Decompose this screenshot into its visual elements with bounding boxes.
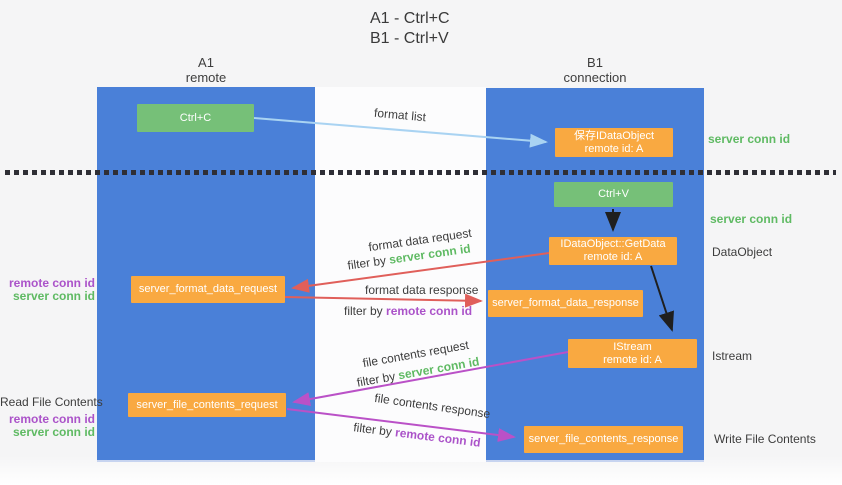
node-save-idataobject: 保存IDataObject remote id: A <box>555 128 673 157</box>
label-format-data-response-filter: filter by remote conn id <box>344 304 472 318</box>
title-line-ctrl-c: A1 - Ctrl+C <box>370 10 450 27</box>
node-istream: IStream remote id: A <box>568 339 697 368</box>
annotation-remote-conn-id-bottom: remote conn id <box>8 412 95 426</box>
filter-by-text: filter by <box>344 304 383 318</box>
phase-separator-dotted-line <box>5 170 836 175</box>
node-istream-line2: remote id: A <box>603 353 662 366</box>
lifeline-b1-name: B1 <box>587 55 603 70</box>
annotation-server-conn-id-mid-left: server conn id <box>12 289 95 303</box>
node-file-response-label: server_file_contents_response <box>528 433 679 445</box>
annotation-server-conn-id-bottom: server conn id <box>12 425 95 439</box>
annotation-remote-conn-id-mid: remote conn id <box>8 276 95 290</box>
node-server-file-contents-response: server_file_contents_response <box>524 426 683 453</box>
diagram-title: A1 - Ctrl+C B1 - Ctrl+V <box>370 9 450 49</box>
node-server-file-contents-request: server_file_contents_request <box>128 393 286 417</box>
annotation-read-file-contents: Read File Contents <box>0 395 103 409</box>
lifeline-b1-role: connection <box>563 70 627 85</box>
node-server-format-data-request: server_format_data_request <box>131 276 285 303</box>
node-server-format-data-response: server_format_data_response <box>488 290 643 317</box>
lifeline-a1-header: A1 remote <box>156 55 256 85</box>
node-istream-line1: IStream <box>613 340 652 353</box>
node-getdata-line1: IDataObject::GetData <box>560 238 666 250</box>
node-idataobject-getdata: IDataObject::GetData remote id: A <box>549 237 677 265</box>
node-ctrl-v: Ctrl+V <box>554 182 673 207</box>
annotation-server-conn-id-mid: server conn id <box>710 212 793 226</box>
node-format-request-label: server_format_data_request <box>138 283 278 295</box>
label-format-data-response-text: format data response <box>365 283 479 297</box>
annotation-server-conn-id-top: server conn id <box>708 132 791 146</box>
lifeline-a1-name: A1 <box>198 55 214 70</box>
node-save-idataobject-line1: 保存IDataObject <box>573 129 655 142</box>
label-format-data-response: format data response <box>365 283 478 297</box>
node-ctrl-c: Ctrl+C <box>137 104 254 132</box>
remote-conn-id-text: remote conn id <box>386 304 473 318</box>
annotation-write-file-contents: Write File Contents <box>714 432 816 446</box>
annotation-istream: Istream <box>712 349 753 363</box>
lifeline-a1-role: remote <box>185 70 227 85</box>
node-ctrl-v-label: Ctrl+V <box>598 188 629 200</box>
annotation-dataobject: DataObject <box>712 245 773 259</box>
title-line-ctrl-v: B1 - Ctrl+V <box>370 30 449 47</box>
lifeline-b1-header: B1 connection <box>545 55 645 85</box>
node-format-response-label: server_format_data_response <box>492 297 639 309</box>
node-file-request-label: server_file_contents_request <box>136 398 278 411</box>
node-getdata-line2: remote id: A <box>583 251 643 263</box>
node-save-idataobject-line2: remote id: A <box>584 142 644 155</box>
node-ctrl-c-label: Ctrl+C <box>179 111 212 124</box>
